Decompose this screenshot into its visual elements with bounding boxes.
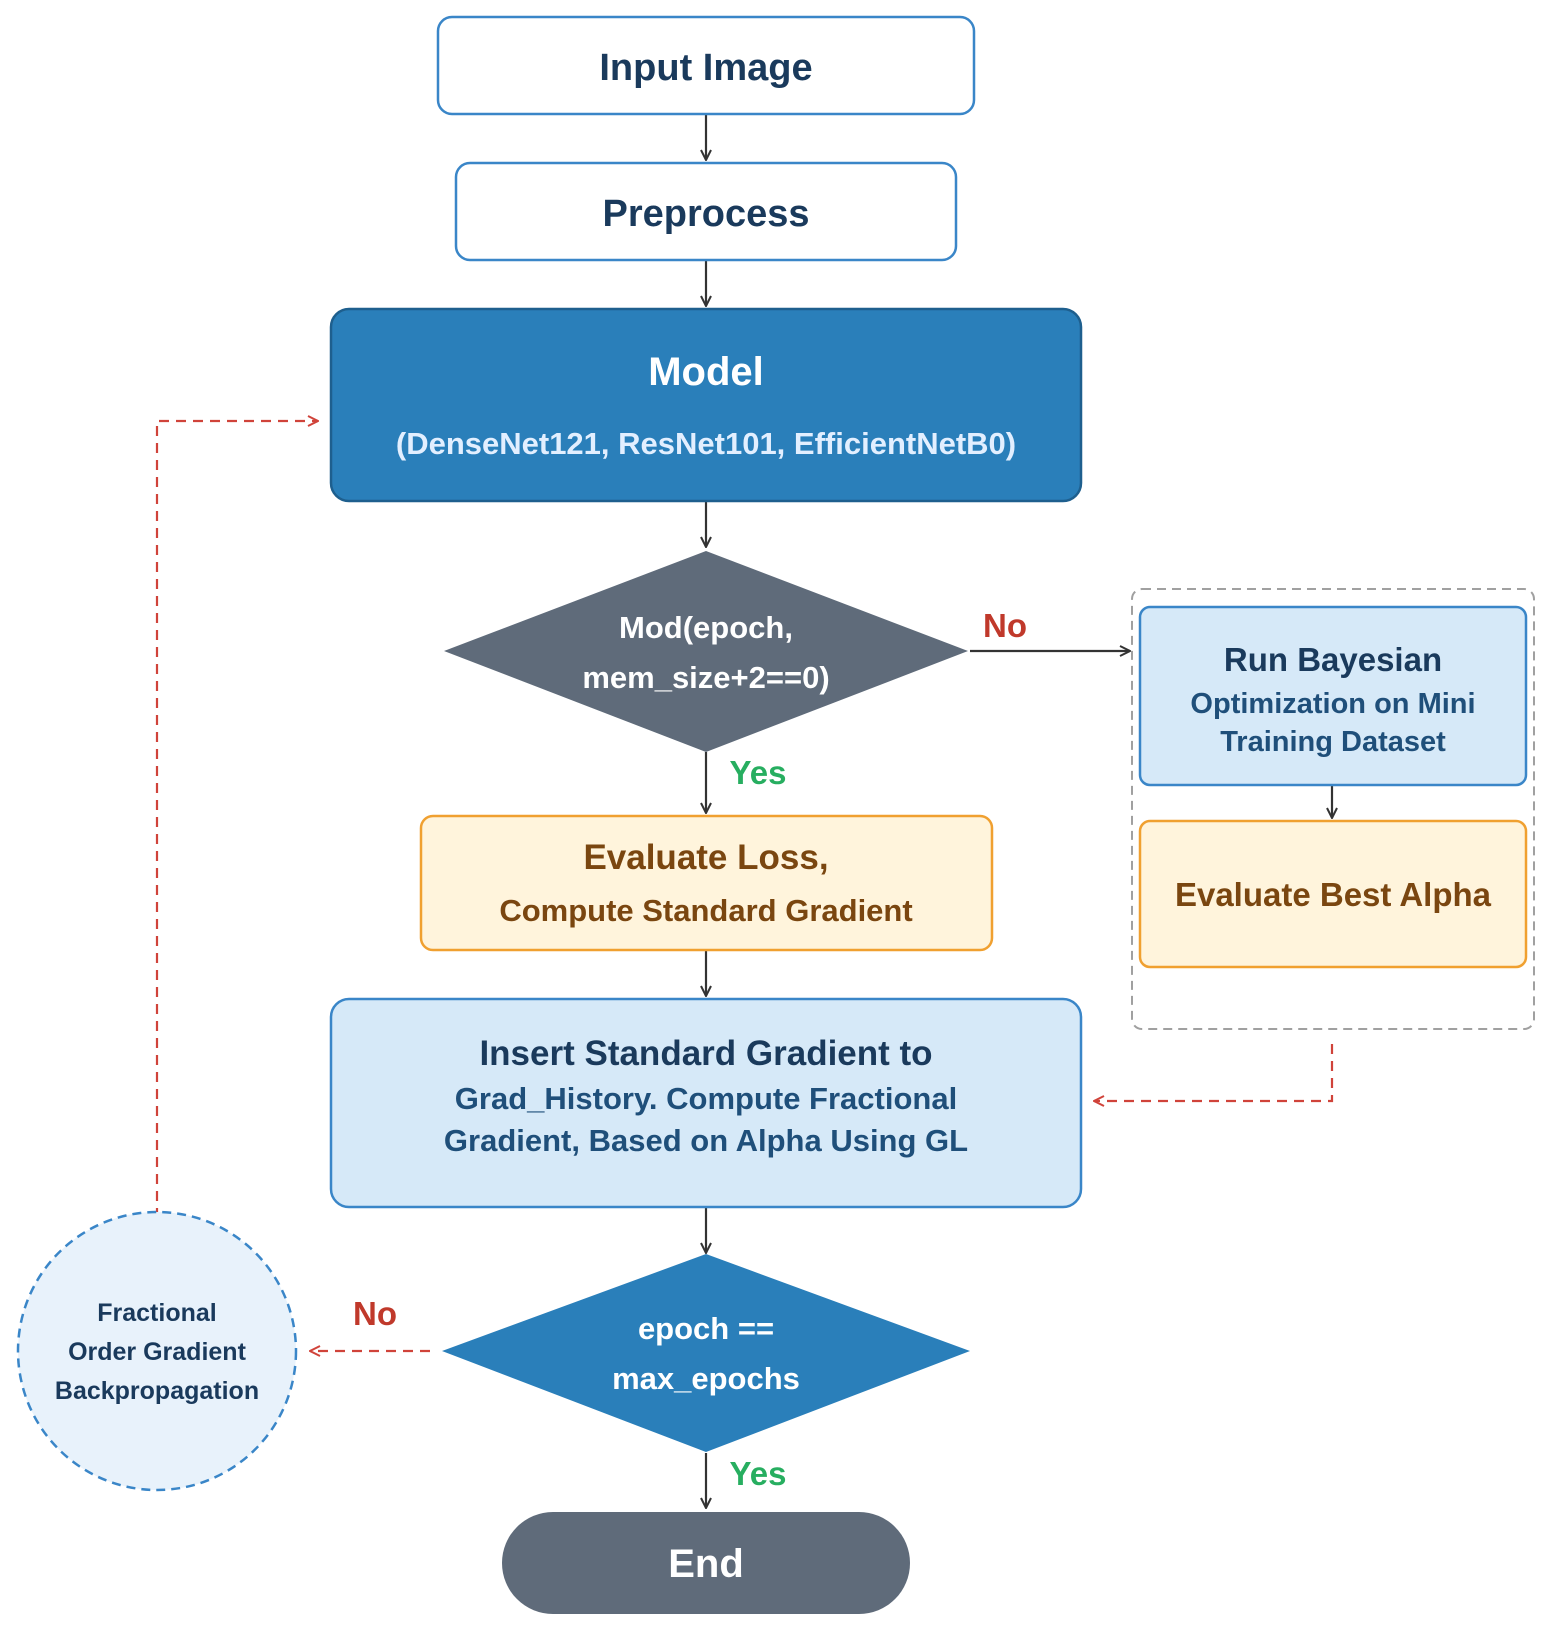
dashed-arrow-alpha-to-insert: [1094, 1044, 1334, 1101]
insert-gradient-node: Insert Standard Gradient to Grad_History…: [329, 997, 1083, 1209]
bayesian-line3: Training Dataset: [1220, 726, 1446, 758]
decision-max-no-label: No: [353, 1295, 397, 1332]
fractional-backprop-node: Fractional Order Gradient Backpropagatio…: [16, 1210, 298, 1492]
model-subtitle: (DenseNet121, ResNet101, EfficientNetB0): [396, 426, 1016, 461]
bayesian-line1: Run Bayesian: [1224, 641, 1442, 678]
insert-gradient-line1: Insert Standard Gradient to: [479, 1034, 932, 1073]
best-alpha-label: Evaluate Best Alpha: [1175, 876, 1492, 913]
input-image-label: Input Image: [599, 47, 812, 89]
dashed-arrow-backprop-to-model: [155, 421, 318, 1218]
insert-gradient-line3: Gradient, Based on Alpha Using GL: [444, 1123, 968, 1158]
end-node: End: [502, 1512, 910, 1614]
decision-mod-yes-label: Yes: [730, 754, 787, 791]
decision-max-line2: max_epochs: [612, 1361, 800, 1396]
preprocess-label: Preprocess: [602, 193, 809, 235]
evaluate-loss-line2: Compute Standard Gradient: [499, 893, 912, 928]
solid-connectors: [706, 114, 1332, 1508]
preprocess-node: Preprocess: [454, 161, 958, 262]
decision-max-line1: epoch ==: [638, 1311, 774, 1346]
insert-gradient-line2: Grad_History. Compute Fractional: [455, 1081, 957, 1116]
evaluate-loss-node: Evaluate Loss, Compute Standard Gradient: [419, 814, 994, 952]
bayesian-group-frame: [1131, 588, 1535, 1030]
decision-mod-line2: mem_size+2==0): [582, 660, 829, 695]
bayesian-node: Run Bayesian Optimization on Mini Traini…: [1138, 605, 1528, 787]
dashed-connectors: [155, 421, 1334, 1351]
input-image-node: Input Image: [436, 15, 976, 116]
fractional-backprop-line2: Order Gradient: [68, 1338, 246, 1366]
decision-mod-no-label: No: [983, 607, 1027, 644]
best-alpha-node: Evaluate Best Alpha: [1138, 819, 1528, 969]
bayesian-line2: Optimization on Mini: [1190, 688, 1475, 720]
decision-mod-line1: Mod(epoch,: [619, 610, 793, 645]
decision-mod-epoch-node: Mod(epoch, mem_size+2==0): [444, 551, 968, 752]
decision-max-yes-label: Yes: [730, 1455, 787, 1492]
model-title: Model: [648, 350, 764, 394]
evaluate-loss-line1: Evaluate Loss,: [583, 838, 828, 877]
decision-max-epochs-node: epoch == max_epochs: [442, 1254, 970, 1452]
fractional-backprop-line3: Backpropagation: [55, 1377, 259, 1405]
fractional-backprop-line1: Fractional: [97, 1299, 216, 1327]
end-label: End: [668, 1542, 744, 1586]
model-node: Model (DenseNet121, ResNet101, Efficient…: [329, 307, 1083, 503]
